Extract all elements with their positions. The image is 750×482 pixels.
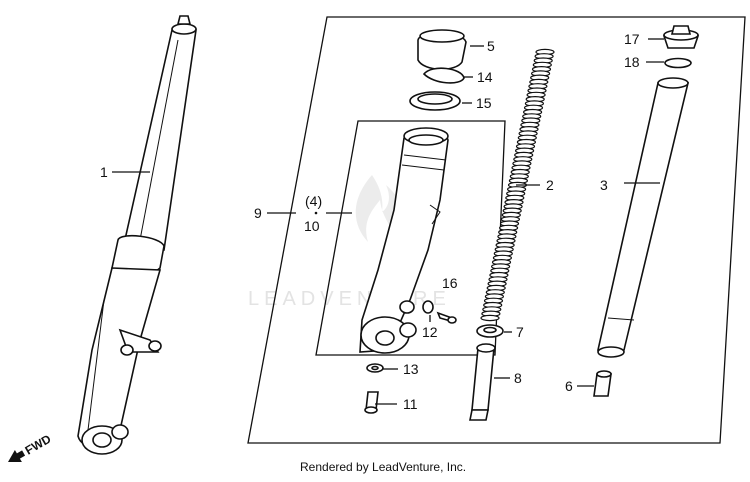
callout-8: 8 (514, 370, 522, 386)
callout-4: (4) (305, 193, 322, 209)
callout-2: 2 (546, 177, 554, 193)
fork-assembly (77, 15, 197, 455)
leader-lines (112, 38, 664, 405)
drain-washer (422, 300, 434, 314)
sealing-washer (366, 363, 384, 373)
inner-tube (597, 77, 690, 358)
callout-7: 7 (516, 324, 524, 340)
fork-spring (480, 48, 555, 322)
oil-seal (409, 91, 461, 111)
callout-15: 15 (476, 95, 492, 111)
callout-6: 6 (565, 378, 573, 394)
callout-10: 10 (304, 218, 320, 234)
callout-1: 1 (100, 164, 108, 180)
callout-5: 5 (487, 38, 495, 54)
stopper-ring (422, 67, 465, 84)
fwd-label: FWD (23, 432, 54, 458)
fork-slider (359, 127, 449, 354)
o-ring (664, 57, 692, 69)
callout-12: 12 (422, 324, 438, 340)
callout-3: 3 (600, 177, 608, 193)
credit-text: Rendered by LeadVenture, Inc. (300, 460, 466, 474)
watermark-text: LEADVENTURE (248, 288, 451, 310)
callout-13: 13 (403, 361, 419, 377)
dust-seal (417, 29, 467, 71)
oil-lock-piece (593, 370, 612, 397)
callout-9: 9 (254, 205, 262, 221)
assembly-box (247, 16, 746, 444)
drain-bolt (436, 311, 457, 324)
fork-bolt (662, 25, 700, 49)
callout-14: 14 (477, 69, 493, 85)
callout-11: 11 (403, 396, 418, 412)
callouts: 1 2 3 (4) 5 6 7 8 9 10 11 12 13 14 15 16… (100, 31, 640, 412)
callout-16: 16 (442, 275, 458, 291)
forward-arrow: FWD (8, 432, 54, 463)
seat-washer (476, 324, 504, 338)
slider-subassembly-box (315, 120, 506, 356)
damper-pipe (469, 343, 496, 421)
socket-bolt (364, 391, 379, 414)
callout-18: 18 (624, 54, 640, 70)
spring-coil (480, 314, 500, 322)
callout-17: 17 (624, 31, 640, 47)
